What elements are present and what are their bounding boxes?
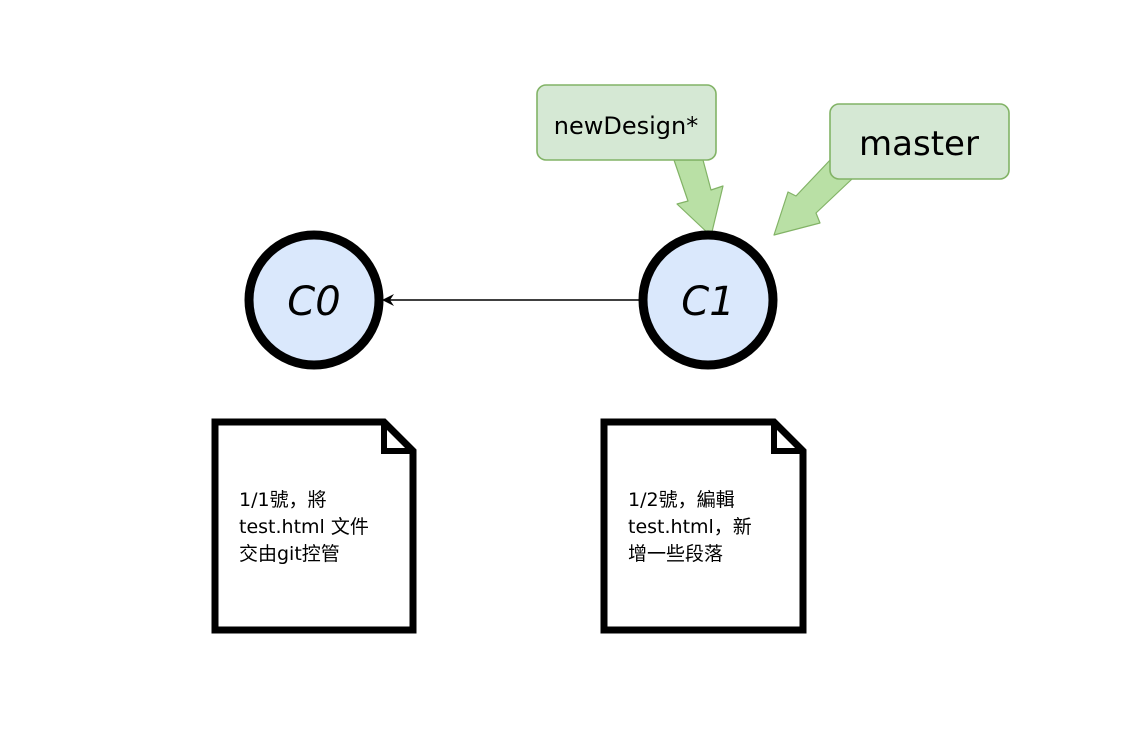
note-c1-line-2: test.html，新 bbox=[628, 516, 752, 538]
branch-master-box bbox=[829, 103, 1010, 180]
note-c1-line-1: 1/2號，編輯 bbox=[628, 489, 735, 511]
note-c0-line-2: test.html 文件 bbox=[239, 516, 369, 538]
branch-newdesign: newDesign* bbox=[536, 84, 717, 161]
branch-newdesign-label: newDesign* bbox=[554, 112, 698, 140]
note-c1-line-3: 增一些段落 bbox=[628, 543, 723, 565]
note-c1-shape bbox=[600, 418, 807, 634]
note-c0-shape bbox=[211, 418, 417, 634]
note-c0-fold bbox=[381, 422, 413, 454]
branch-master: master bbox=[829, 103, 1010, 180]
commit-c0: C0 bbox=[244, 230, 384, 370]
commit-c1: C1 bbox=[638, 230, 778, 370]
note-c0-line-1: 1/1號，將 bbox=[239, 489, 327, 511]
note-c0: 1/1號，將 test.html 文件 交由git控管 bbox=[211, 418, 417, 634]
commit-c1-label: C1 bbox=[681, 279, 734, 325]
note-c1: 1/2號，編輯 test.html，新 增一些段落 bbox=[600, 418, 807, 634]
commit-c0-node bbox=[244, 230, 384, 370]
newdesign-pointer-arrow bbox=[673, 159, 724, 237]
note-c1-fold bbox=[771, 422, 803, 454]
commit-c0-label: C0 bbox=[287, 279, 340, 325]
branch-newdesign-box bbox=[536, 84, 717, 161]
branch-master-label: master bbox=[859, 124, 979, 164]
commit-c1-node bbox=[638, 230, 778, 370]
note-c0-line-3: 交由git控管 bbox=[239, 543, 340, 565]
